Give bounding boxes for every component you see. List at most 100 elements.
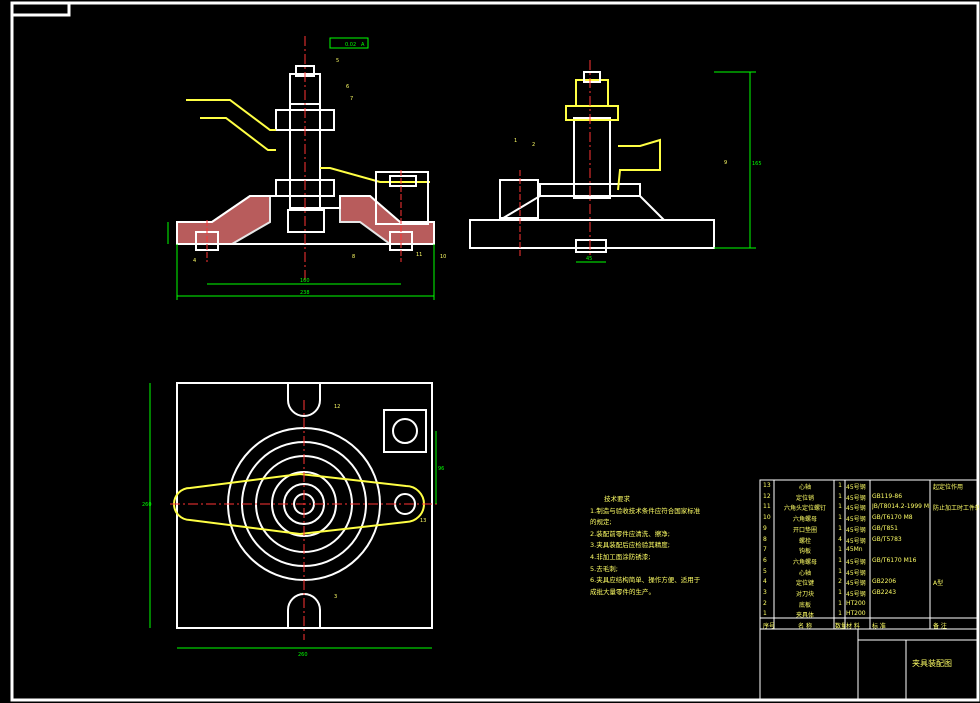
bom-grid [759,479,979,700]
bom-header: 序号名 称数量材 料标 准备 注 [761,620,979,631]
bom-cell-material: 45号钢 [846,526,866,534]
bom-cell-name: 螺栓 [798,537,811,545]
part-label-6: 6 [346,84,349,90]
bom-row: 12 定位销 1 45号钢 GB119-86 [761,492,979,503]
plan-height-dim: 260 [142,502,152,508]
tolerance-datum: A [361,42,365,48]
bom-cell-material: 45号钢 [846,484,866,491]
bom-cell-qty: 1 [838,503,842,511]
bom-cell-no: 3 [763,589,767,596]
bom-cell-name: 底板 [798,601,811,609]
bom-cell-name: 心轴 [798,569,811,577]
bom-row: 6 六角螺母 1 45号钢 GB/T6170 M16 [761,556,979,567]
bom-cell-no: 13 [763,482,771,489]
bom-cell-qty: 1 [838,514,842,522]
bom-header-note: 备 注 [933,623,947,631]
bom-cell-note: A型 [933,580,944,588]
bom-cell-material: 45号钢 [846,516,866,524]
part-label-13: 13 [420,518,426,524]
bom-cell-name: 对刀块 [795,591,814,598]
bom-header-material: 材 料 [846,623,860,631]
tech-line: 的规定; [590,518,612,527]
bom-cell-note: 起定位作用 [933,484,964,491]
tech-line: 6.夹具应结构简单、操作方便、适用于 [590,576,701,585]
part-label-3: 3 [334,594,337,600]
bom-cell-material: 45号钢 [846,569,866,577]
bom-cell-standard: GB/T5783 [872,535,902,543]
part-label-7: 7 [350,96,353,102]
tech-line: 1.制造与验收技术条件应符合国家标准 [590,506,701,515]
bom-cell-name: 心轴 [798,484,811,491]
bom-cell-qty: 1 [838,492,842,500]
bom-cell-qty: 1 [838,482,842,489]
bom-cell-no: 8 [763,535,767,543]
bom-cell-name: 钩板 [798,548,811,556]
tolerance-value: 0.02 [345,42,356,48]
bom-cell-name: 开口垫圈 [792,526,817,534]
bom-cell-standard: GB2206 [872,578,897,586]
bom-cell-material: 45号钢 [846,591,866,598]
bom-cell-name: 六角螺母 [792,516,817,524]
bom-cell-material: HT200 [846,599,866,607]
bom-header-qty: 数量 [835,623,845,631]
drawing-title: 夹具装配图 [912,659,952,668]
bom-cell-no: 5 [763,567,767,575]
bom-row: 13 心轴 1 45号钢 起定位作用 [761,481,979,492]
bom-cell-qty: 1 [838,546,842,554]
part-label-2: 2 [532,142,535,148]
bom-cell-material: 45号钢 [846,580,866,588]
bom-cell-qty: 4 [838,535,842,543]
bom-cell-no: 6 [763,556,767,564]
plan-view [149,382,440,649]
bom-cell-standard: GB/T6170 M16 [872,556,917,564]
part-label-12: 12 [334,404,340,410]
bom-cell-qty: 1 [838,524,842,532]
part-label-10: 10 [440,254,446,260]
bom-cell-no: 10 [763,514,771,522]
bom-cell-material: 45号钢 [846,505,866,513]
bom-cell-material: 45Mn [846,546,863,554]
bom-cell-standard: GB119-86 [872,492,903,500]
side-view [469,60,756,263]
bom-cell-name: 定位销 [795,494,814,502]
plan-width-dim: 260 [298,652,308,658]
bom-cell-qty: 1 [838,599,842,607]
bom-cell-name: 六角头定位螺钉 [783,505,826,513]
corner-tag [10,1,71,17]
bom-header-no: 序号 [763,623,774,631]
front-width1-dim: 160 [300,278,310,284]
bom-cell-standard: GB/T851 [872,524,898,532]
bom-cell-standard: GB2243 [872,589,897,596]
bom-cell-qty: 1 [838,610,842,618]
bom-cell-note: 防止加工时工件转动 [933,505,979,513]
tech-line: 2.装配前零件应清洗、擦净; [590,529,670,538]
tech-title: 技术要求 [604,495,630,503]
tech-line: 成批大量零件的生产。 [590,587,655,596]
front-view [167,36,435,300]
bom-header-standard: 标 准 [872,623,886,631]
bom-cell-name: 六角螺母 [792,558,817,566]
bom-cell-no: 12 [763,492,771,500]
part-label-11: 11 [416,252,422,258]
tech-line: 3.夹具装配后应检验其精度; [590,541,670,550]
bom-row: 9 开口垫圈 1 45号钢 GB/T851 [761,524,979,535]
bom-cell-qty: 1 [838,556,842,564]
side-width-dim: 45 [586,256,592,262]
bom-cell-material: 45号钢 [846,558,866,566]
bom-row: 2 底板 1 HT200 [761,599,979,610]
sheet-border [10,1,980,702]
part-label-5: 5 [336,58,339,64]
bom-cell-no: 9 [763,524,767,532]
bom-cell-name: 夹具体 [795,612,814,620]
bom-cell-material: 45号钢 [846,494,866,502]
plan-offset-dim: 96 [438,466,444,472]
side-height-dim: 165 [752,161,762,167]
bom-cell-material: HT200 [846,610,866,618]
bom-cell-no: 2 [763,599,767,607]
